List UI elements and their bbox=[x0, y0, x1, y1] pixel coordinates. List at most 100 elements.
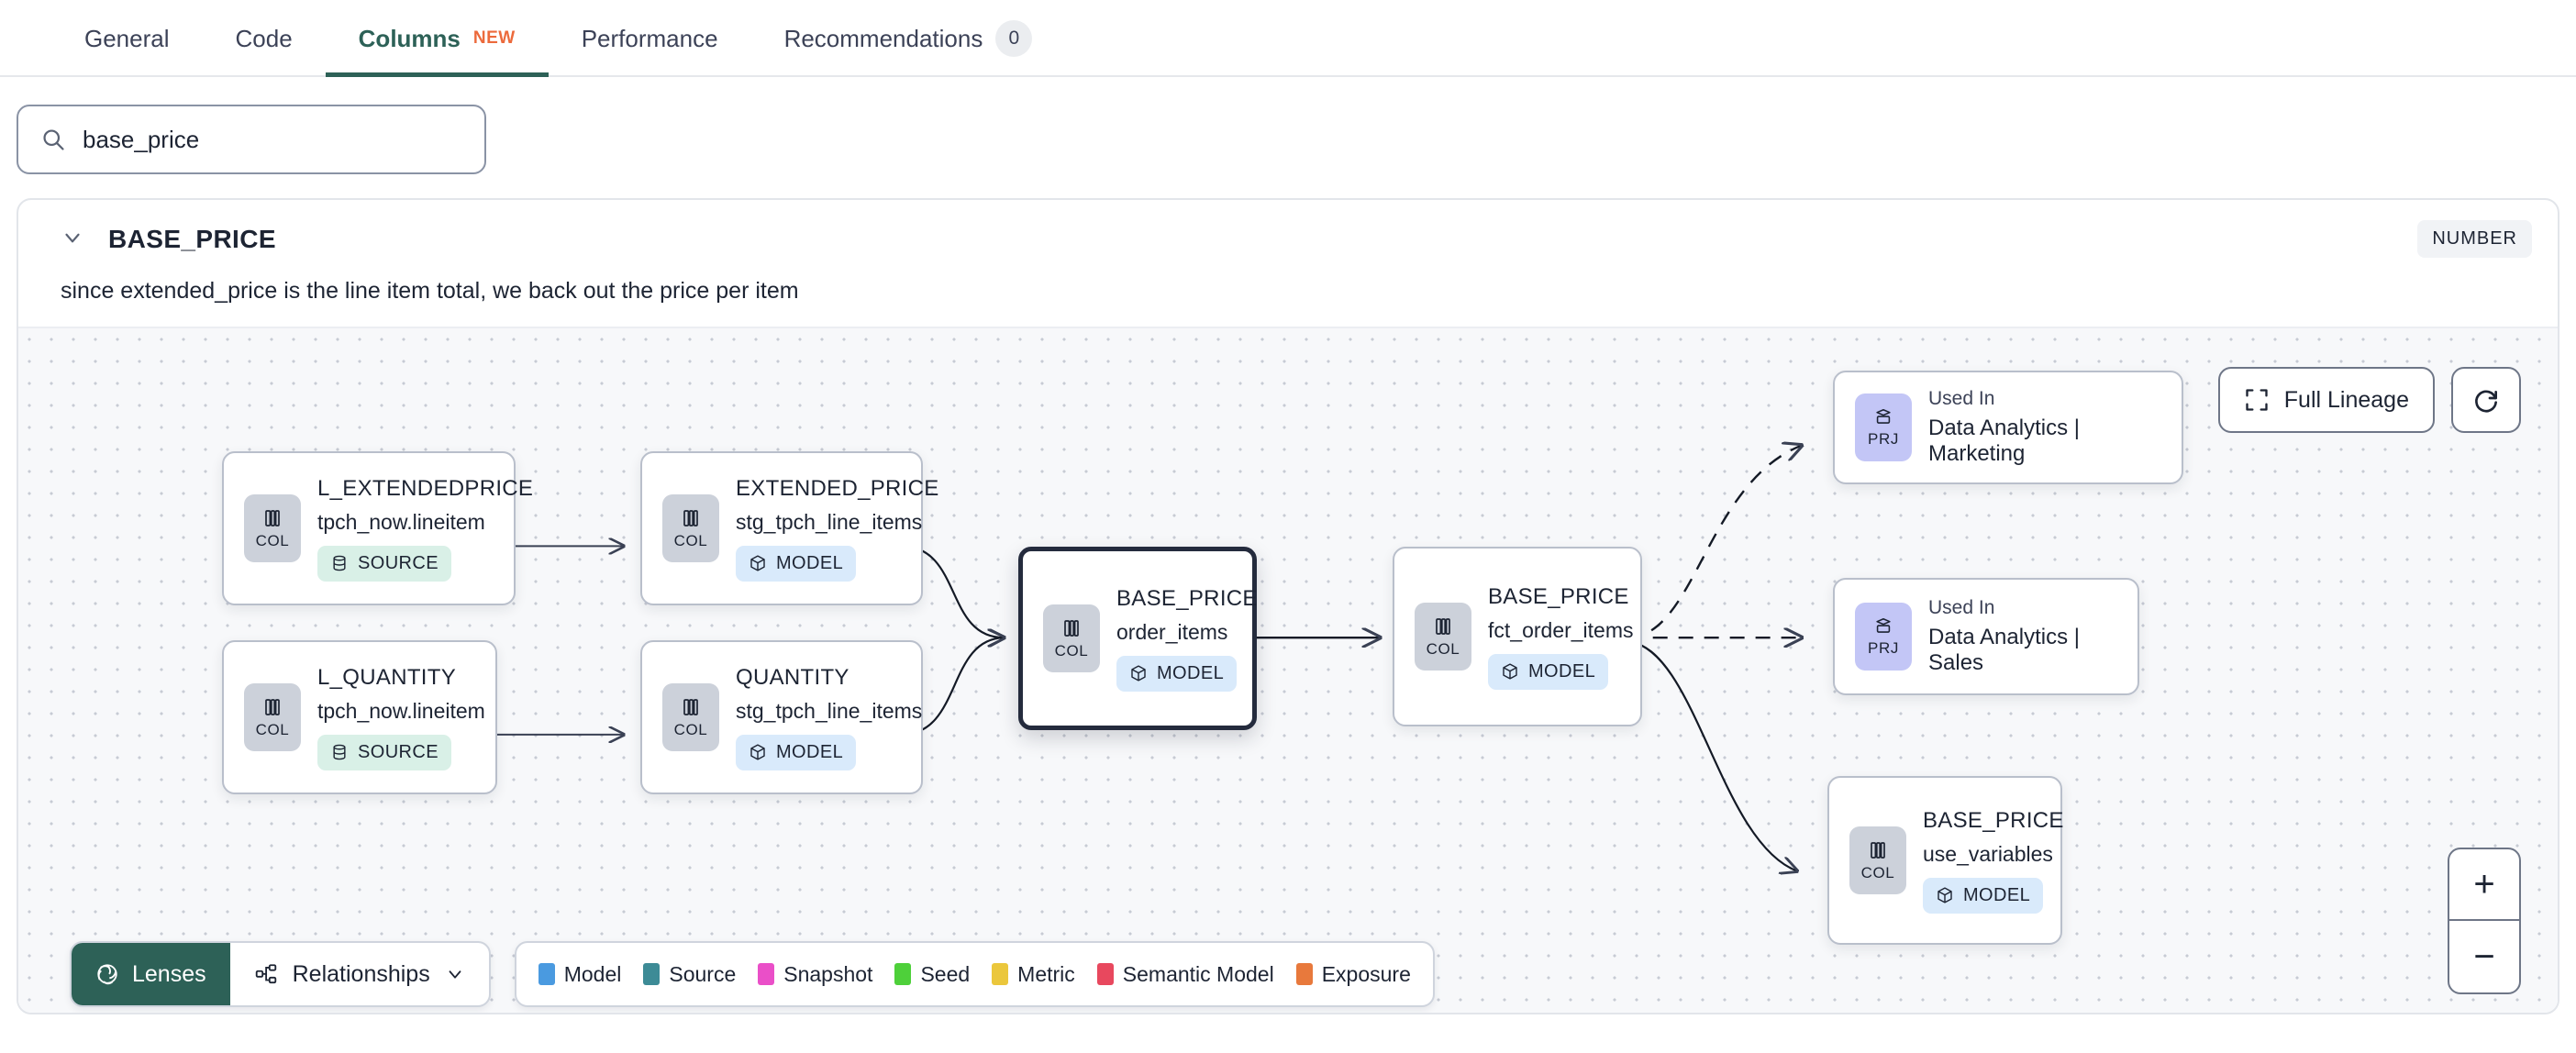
tab-recommendations[interactable]: Recommendations 0 bbox=[751, 0, 1066, 77]
col-badge-label: COL bbox=[1860, 863, 1895, 881]
node-body: BASE_PRICE order_items MODEL bbox=[1100, 586, 1280, 692]
aperture-icon bbox=[95, 962, 119, 986]
database-icon bbox=[330, 743, 349, 761]
col-badge-label: COL bbox=[673, 531, 708, 549]
legend-label: Semantic Model bbox=[1122, 961, 1274, 986]
node-subtitle: stg_tpch_line_items bbox=[736, 698, 923, 723]
column-type-badge: NUMBER bbox=[2417, 220, 2532, 258]
legend-label: Metric bbox=[1017, 961, 1075, 986]
lineage-node-extended-price[interactable]: COL EXTENDED_PRICE stg_tpch_line_items M… bbox=[640, 451, 938, 605]
node-body: EXTENDED_PRICE stg_tpch_line_items MODEL bbox=[719, 476, 961, 582]
legend-label: Source bbox=[669, 961, 737, 986]
legend-swatch bbox=[992, 963, 1009, 985]
refresh-button[interactable] bbox=[2451, 367, 2521, 433]
cube-icon bbox=[749, 743, 767, 761]
node-title: L_QUANTITY bbox=[317, 664, 457, 690]
col-badge-label: COL bbox=[1426, 639, 1460, 658]
column-icon bbox=[680, 507, 702, 529]
column-icon bbox=[680, 696, 702, 718]
legend-item-source: Source bbox=[643, 962, 736, 987]
legend-item-semantic-model: Semantic Model bbox=[1096, 961, 1274, 987]
node-subtitle: use_variables bbox=[1923, 841, 2053, 866]
model-pill-label: MODEL bbox=[1963, 884, 2031, 905]
model-pill-label: MODEL bbox=[776, 741, 844, 762]
node-subtitle: tpch_now.lineitem bbox=[317, 509, 485, 534]
tab-code[interactable]: Code bbox=[203, 0, 326, 77]
legend-item-metric: Metric bbox=[992, 962, 1075, 987]
relationships-dropdown[interactable]: Relationships bbox=[230, 943, 489, 1005]
model-pill: MODEL bbox=[1923, 877, 2044, 914]
lineage-node-base-price-order-items[interactable]: COL BASE_PRICE order_items MODEL bbox=[1018, 547, 1257, 730]
column-description: since extended_price is the line item to… bbox=[61, 278, 799, 304]
legend-label: Exposure bbox=[1321, 961, 1411, 986]
prj-badge-label: PRJ bbox=[1868, 638, 1899, 657]
lineage-node-base-price-use-variables[interactable]: COL BASE_PRICE use_variables MODEL bbox=[1827, 776, 2064, 945]
model-pill-label: MODEL bbox=[1157, 662, 1225, 683]
node-subtitle: stg_tpch_line_items bbox=[736, 509, 923, 534]
col-badge: COL bbox=[1415, 603, 1471, 671]
legend-swatch bbox=[1096, 963, 1114, 985]
col-badge: COL bbox=[244, 683, 301, 751]
node-project-name: Data Analytics | Marketing bbox=[1928, 416, 2080, 466]
zoom-controls: + − bbox=[2448, 848, 2521, 994]
lineage-node-project-sales[interactable]: PRJ Used In Data Analytics | Sales bbox=[1833, 578, 2139, 695]
lineage-node-quantity[interactable]: COL QUANTITY stg_tpch_line_items MODEL bbox=[640, 640, 923, 794]
chevron-down-icon[interactable] bbox=[61, 226, 84, 253]
node-body: L_QUANTITY tpch_now.lineitem SOURCE bbox=[301, 665, 507, 770]
legend-item-snapshot: Snapshot bbox=[758, 962, 872, 987]
legend-swatch bbox=[643, 963, 661, 985]
database-icon bbox=[330, 554, 349, 572]
tab-columns[interactable]: Columns NEW bbox=[325, 0, 549, 77]
node-title: BASE_PRICE bbox=[1923, 807, 2064, 833]
legend-label: Snapshot bbox=[783, 961, 873, 986]
model-pill-label: MODEL bbox=[1528, 660, 1596, 682]
source-pill-label: SOURCE bbox=[358, 552, 439, 573]
tab-performance[interactable]: Performance bbox=[549, 0, 751, 77]
lenses-label: Lenses bbox=[132, 960, 206, 987]
col-badge-label: COL bbox=[255, 720, 290, 738]
legend-item-exposure: Exposure bbox=[1295, 961, 1411, 987]
legend-item-seed: Seed bbox=[894, 962, 970, 987]
full-lineage-label: Full Lineage bbox=[2283, 386, 2409, 413]
lenses-button[interactable]: Lenses bbox=[72, 943, 230, 1005]
node-subtitle: fct_order_items bbox=[1488, 617, 1634, 642]
node-title: EXTENDED_PRICE bbox=[736, 475, 939, 501]
tab-label: Performance bbox=[581, 24, 718, 52]
cube-icon bbox=[1501, 662, 1519, 681]
chevron-down-icon bbox=[445, 964, 465, 984]
column-icon bbox=[261, 507, 283, 529]
relationships-icon bbox=[254, 962, 278, 986]
search-icon bbox=[40, 127, 66, 152]
lineage-node-project-marketing[interactable]: PRJ Used In Data Analytics | Marketing bbox=[1833, 371, 2183, 484]
column-icon bbox=[1432, 615, 1454, 637]
lineage-node-base-price-fct-order-items[interactable]: COL BASE_PRICE fct_order_items MODEL bbox=[1393, 547, 1642, 726]
tab-general[interactable]: General bbox=[51, 0, 203, 77]
column-icon bbox=[261, 696, 283, 718]
page-title: BASE_PRICE bbox=[108, 224, 276, 253]
search-input[interactable]: base_price bbox=[17, 105, 486, 174]
model-pill: MODEL bbox=[736, 545, 857, 582]
legend-swatch bbox=[894, 963, 912, 985]
lenses-relationships-group: Lenses Relationships bbox=[70, 941, 491, 1007]
legend-label: Seed bbox=[920, 961, 971, 986]
tab-label: Recommendations bbox=[783, 24, 983, 52]
zoom-in-button[interactable]: + bbox=[2449, 849, 2519, 921]
node-title: QUANTITY bbox=[736, 664, 849, 690]
tab-label: General bbox=[84, 24, 170, 52]
lineage-node-l-quantity[interactable]: COL L_QUANTITY tpch_now.lineitem SOURCE bbox=[222, 640, 497, 794]
legend-label: Model bbox=[563, 961, 622, 986]
node-title: BASE_PRICE bbox=[1488, 583, 1629, 609]
model-pill: MODEL bbox=[1116, 655, 1238, 692]
full-lineage-button[interactable]: Full Lineage bbox=[2217, 367, 2435, 433]
cube-icon bbox=[1129, 664, 1148, 682]
node-project-name: Data Analytics | Sales bbox=[1928, 625, 2080, 675]
project-stack-icon bbox=[1873, 616, 1893, 637]
search-value: base_price bbox=[83, 125, 200, 153]
lineage-canvas[interactable]: Full Lineage COL L_EXTENDEDPRICE bbox=[18, 327, 2558, 1013]
col-badge: COL bbox=[662, 683, 719, 751]
zoom-out-button[interactable]: − bbox=[2473, 937, 2495, 977]
legend-swatch bbox=[758, 963, 775, 985]
col-badge-label: COL bbox=[673, 720, 708, 738]
prj-badge: PRJ bbox=[1855, 393, 1912, 461]
lineage-node-l-extendedprice[interactable]: COL L_EXTENDEDPRICE tpch_now.lineitem SO… bbox=[222, 451, 533, 605]
